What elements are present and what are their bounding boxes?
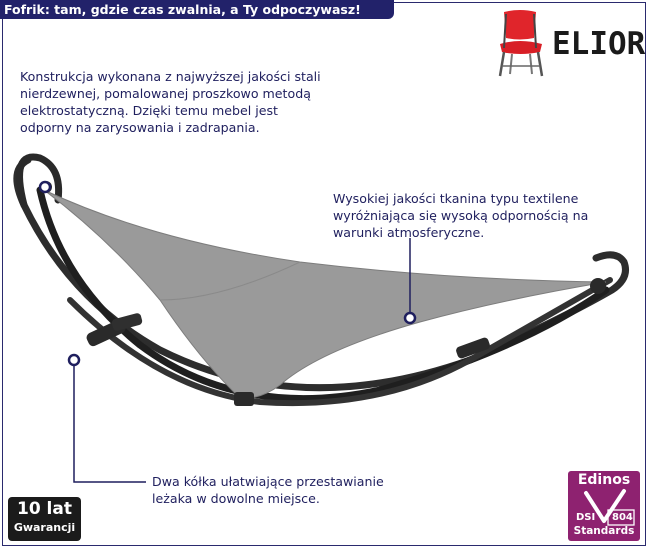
edinos-dsi: DSI <box>576 512 596 523</box>
callout-dot-wheels <box>67 353 81 367</box>
warranty-badge: 10 lat Gwarancji <box>8 497 81 541</box>
callout-line-wheels <box>73 360 146 483</box>
elior-logo: ELIOR <box>490 8 646 78</box>
warranty-years: 10 lat <box>16 499 72 519</box>
frame-rear-arc <box>13 156 629 392</box>
wheel-right <box>456 337 490 359</box>
warranty-label: Gwarancji <box>13 521 76 534</box>
note-wheels: Dwa kółka ułatwiające przestawianie leża… <box>152 474 384 506</box>
callout-dot-frame <box>38 180 52 194</box>
red-chair-icon <box>498 10 544 77</box>
edinos-name: Edinos <box>577 472 631 488</box>
slogan-banner: Fofrik: tam, gdzie czas zwalnia, a Ty od… <box>0 0 394 19</box>
edinos-badge: Edinos DSI 804 Standards <box>568 471 640 541</box>
edinos-number: 804 <box>612 512 633 523</box>
frame-front-arc <box>36 186 610 403</box>
edinos-standards: Standards <box>573 525 635 537</box>
check-mark-icon <box>584 489 635 526</box>
note-fabric: Wysokiej jakości tkanina typu textilene … <box>333 191 589 240</box>
note-frame-material: Konstrukcja wykonana z najwyższej jakośc… <box>20 69 321 135</box>
frame-left-loop <box>16 153 63 209</box>
brand-name: ELIOR <box>552 26 646 62</box>
frame-inner-arc <box>67 277 613 407</box>
callout-dot-fabric <box>403 311 417 325</box>
